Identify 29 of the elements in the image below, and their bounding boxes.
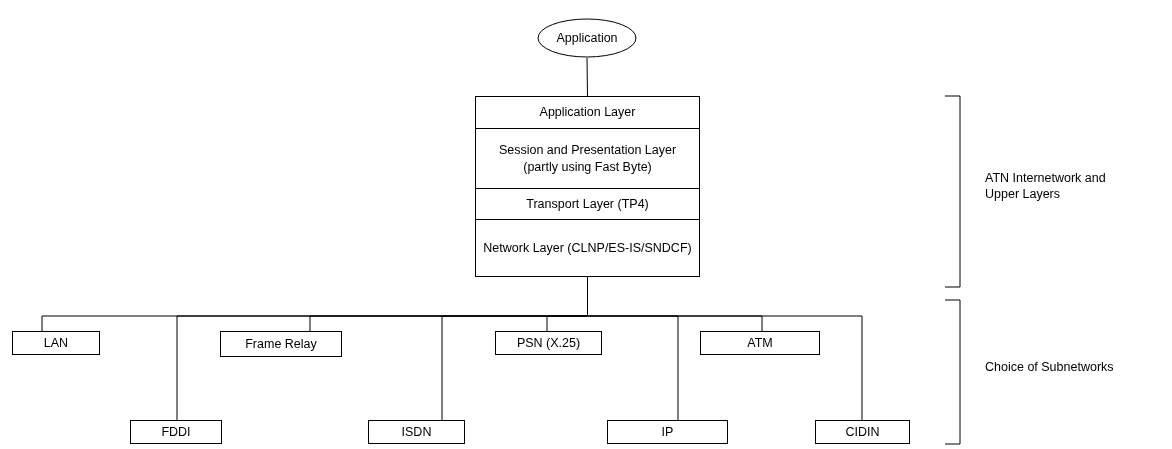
subnetwork-box [130, 420, 222, 444]
node-text: IP [660, 423, 675, 441]
subnetwork-box [220, 331, 342, 357]
ellipse-node [537, 18, 637, 58]
bracket-label: Choice of Subnetworks [985, 359, 1115, 376]
node-text: Application Layer [538, 104, 637, 121]
node-text: FDDI [160, 423, 192, 441]
layer-box [475, 219, 700, 277]
node-text: Application [555, 29, 619, 47]
layer-box [475, 128, 700, 189]
node-text: ATM [746, 334, 774, 352]
node-text: Session and Presentation Layer (partly using Fast Byte) [497, 142, 678, 175]
subnetwork-box [495, 331, 602, 355]
layer-box [475, 188, 700, 220]
subnetwork-box [12, 331, 100, 355]
subnetwork-box [368, 420, 465, 444]
subnetwork-box [700, 331, 820, 355]
connector-line [586, 57, 588, 97]
layer-box [475, 96, 700, 129]
node-text: PSN (X.25) [515, 334, 582, 352]
node-text: CIDIN [844, 423, 881, 441]
node-text: ISDN [400, 423, 433, 441]
subnetwork-box [607, 420, 728, 444]
node-text: Network Layer (CLNP/ES-IS/SNDCF) [482, 239, 693, 257]
node-text: Transport Layer (TP4) [525, 195, 650, 213]
bracket-label: ATN Internetwork and Upper Layers [985, 170, 1107, 203]
subnetwork-box [815, 420, 910, 444]
node-text: Frame Relay [244, 335, 318, 353]
node-text: LAN [42, 334, 70, 352]
